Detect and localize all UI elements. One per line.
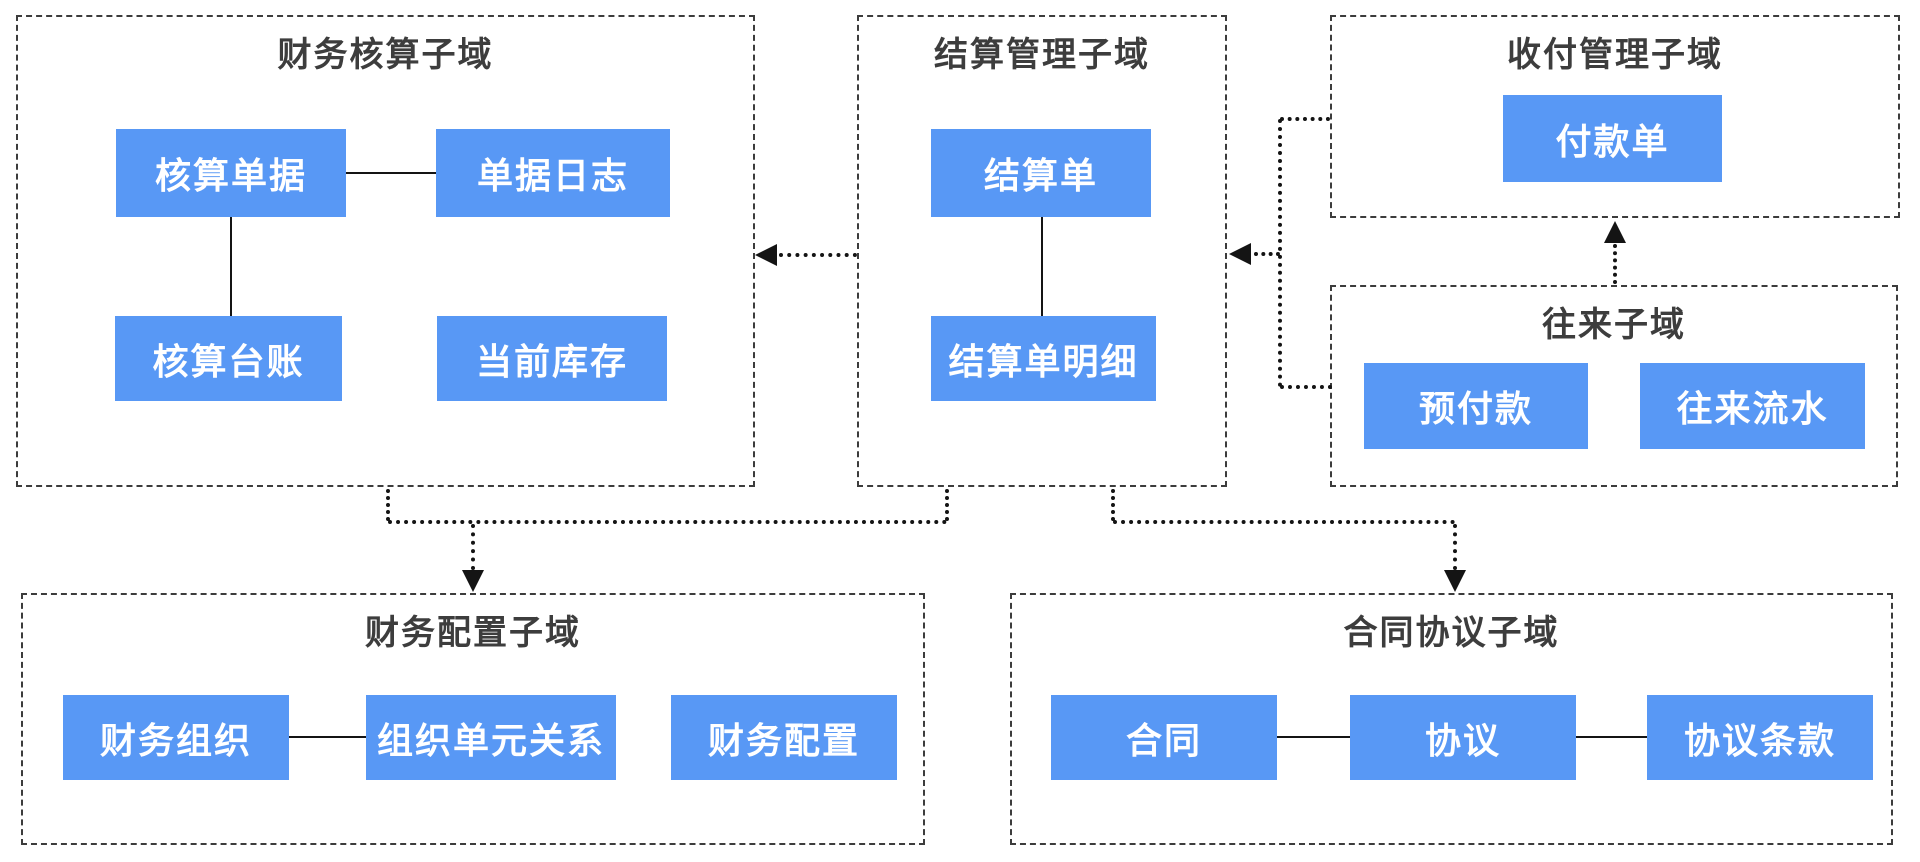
arrow-down-icon [1444,570,1466,592]
dependency-line-to-settlement [1254,252,1280,256]
dependency-line-right-bracket [1278,119,1282,387]
dependency-drop-into-contract [1453,524,1457,570]
arrow-down-icon [462,570,484,592]
domain-settlement-management: 结算管理子域 [857,15,1227,487]
relation-line-voucher-log [346,172,436,174]
arrow-left-icon [1229,243,1251,265]
dependency-line-settlement-to-accounting [779,253,857,257]
dependency-drop-settlement-right [1111,489,1115,521]
dependency-line-to-config [388,520,947,524]
entity-prepayment: 预付款 [1364,363,1588,449]
entity-agreement-terms: 协议条款 [1647,695,1873,780]
domain-title: 合同协议子域 [1343,614,1560,652]
entity-current-inventory: 当前库存 [437,316,667,401]
entity-financial-config: 财务配置 [671,695,897,780]
relation-line-org-relation [289,736,366,738]
relation-line-agreement-terms [1576,736,1647,738]
entity-accounting-voucher: 核算单据 [116,129,346,217]
dependency-line-to-contract [1113,520,1455,524]
entity-voucher-log: 单据日志 [436,129,670,217]
domain-title: 财务配置子域 [365,614,581,652]
entity-financial-organization: 财务组织 [63,695,289,780]
entity-accounting-ledger: 核算台账 [115,316,342,401]
entity-org-unit-relation: 组织单元关系 [366,695,616,780]
dependency-drop-accounting [386,489,390,521]
arrow-up-icon [1604,221,1626,243]
domain-financial-accounting: 财务核算子域 [16,15,755,487]
domain-contract-agreement: 合同协议子域 [1010,593,1893,845]
relation-line-contract-agreement [1277,736,1350,738]
dependency-line-transactions-to-payment [1613,244,1617,284]
domain-title: 往来子域 [1542,306,1686,344]
domain-title: 收付管理子域 [1507,36,1723,74]
dependency-drop-settlement-left [945,489,949,521]
entity-contract: 合同 [1051,695,1277,780]
relation-line-voucher-ledger [230,217,232,316]
relation-line-settlement-detail [1041,217,1043,316]
entity-transaction-flow: 往来流水 [1640,363,1865,449]
domain-title: 结算管理子域 [934,36,1150,74]
entity-agreement: 协议 [1350,695,1576,780]
entity-payment-order: 付款单 [1503,95,1722,182]
arrow-left-icon [755,244,777,266]
entity-settlement-order: 结算单 [931,129,1151,217]
domain-financial-configuration: 财务配置子域 [21,593,925,845]
dependency-line-transactions-stub [1280,385,1332,389]
entity-settlement-order-detail: 结算单明细 [931,316,1156,401]
dependency-line-payment-stub [1280,117,1330,121]
domain-receipt-payment-management: 收付管理子域 [1330,15,1900,218]
domain-title: 财务核算子域 [277,36,494,74]
dependency-drop-into-config [471,524,475,570]
